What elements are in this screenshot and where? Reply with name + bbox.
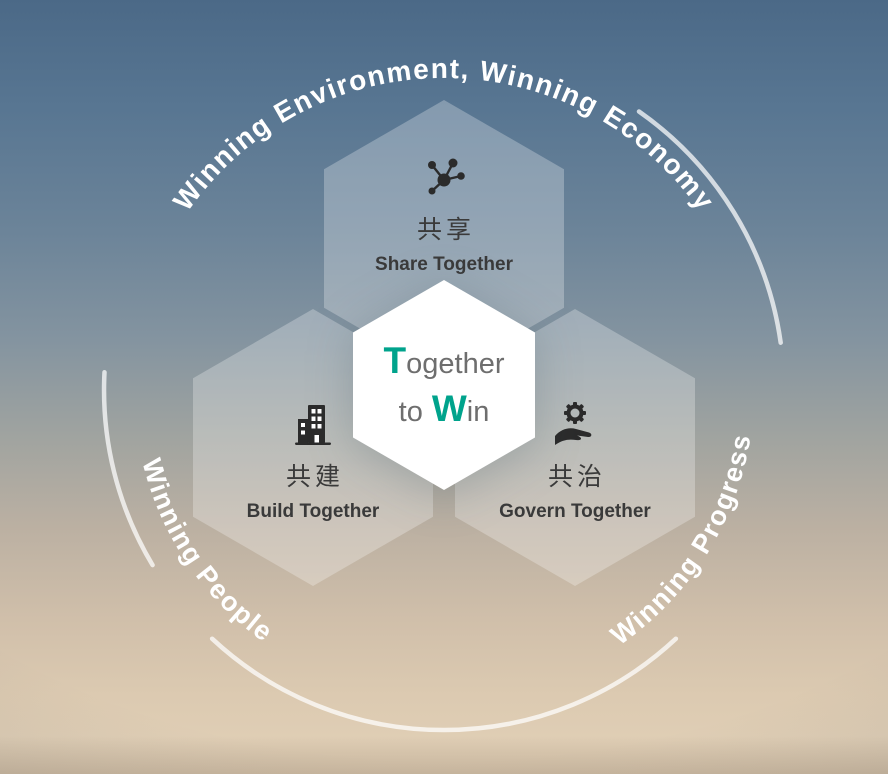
hexagon-govern-title-zh: 共治: [547, 463, 606, 491]
hexagon-share-content: 共享 Share Together: [324, 152, 564, 276]
building-icon: [293, 399, 333, 449]
center-slogan-ogether: ogether: [406, 347, 505, 380]
center-slogan-w: W: [431, 388, 467, 429]
center-slogan-line1: Together: [384, 337, 505, 385]
ring-segment-top-right: [636, 109, 783, 345]
hexagon-govern-title-en: Govern Together: [499, 501, 651, 522]
network-share-icon: [420, 152, 468, 202]
hexagon-share-title-en: Share Together: [375, 254, 513, 275]
center-slogan-to: to: [398, 396, 423, 428]
ring-segment-left: [101, 369, 155, 568]
center-slogan-in: in: [466, 396, 490, 428]
hexagon-build-title-en: Build Together: [246, 501, 380, 522]
hexagon-build-content: 共建 Build Together: [193, 399, 433, 523]
horizon-band: [0, 736, 888, 774]
gear-hand-icon: [552, 399, 598, 449]
hexagon-build-title-zh: 共建: [285, 463, 344, 491]
center-slogan-t: T: [383, 339, 407, 381]
hexagon-govern-content: 共治 Govern Together: [455, 399, 695, 523]
ring-segment-bottom: [209, 636, 679, 733]
hexagon-share-title-zh: 共享: [416, 216, 475, 244]
